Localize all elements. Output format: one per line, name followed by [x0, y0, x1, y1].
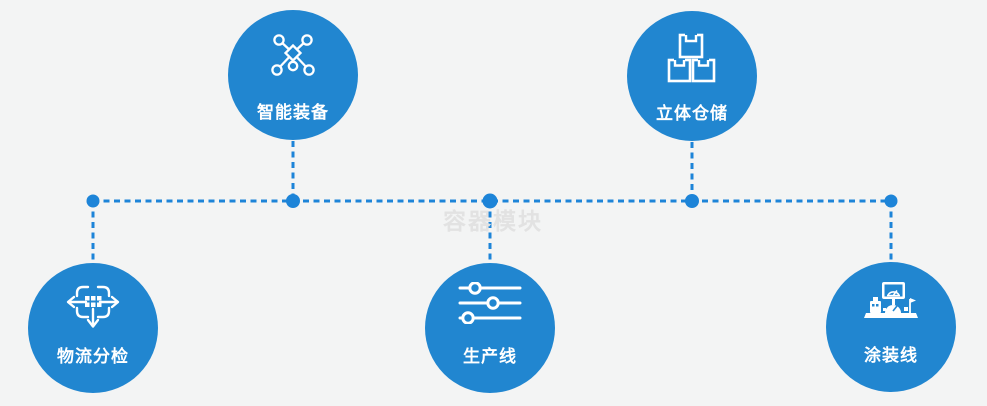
node-logistics-sorting[interactable]: 物流分检 — [28, 263, 158, 393]
node-label: 立体仓储 — [656, 104, 728, 123]
watermark-text: 容器模块 — [443, 208, 543, 234]
node-production-line[interactable]: 生产线 — [425, 263, 555, 393]
stacked-boxes-icon — [667, 33, 716, 83]
junction-dot — [685, 194, 699, 208]
node-smart-equipment[interactable]: 智能装备 — [228, 10, 358, 140]
node-label: 涂装线 — [864, 346, 918, 365]
junction-dot — [86, 194, 100, 208]
node-label: 物流分检 — [57, 347, 129, 366]
node-label: 生产线 — [463, 347, 517, 366]
node-painting-line[interactable]: 涂装线 — [826, 262, 956, 392]
sorting-arrows-icon — [66, 285, 120, 328]
network-nodes-icon — [271, 34, 315, 76]
node-warehouse[interactable]: 立体仓储 — [627, 11, 757, 141]
node-label: 智能装备 — [257, 103, 329, 122]
sliders-icon — [458, 282, 522, 324]
junction-dot — [884, 194, 898, 208]
control-panel-icon — [864, 282, 918, 318]
junction-dot — [286, 194, 300, 208]
